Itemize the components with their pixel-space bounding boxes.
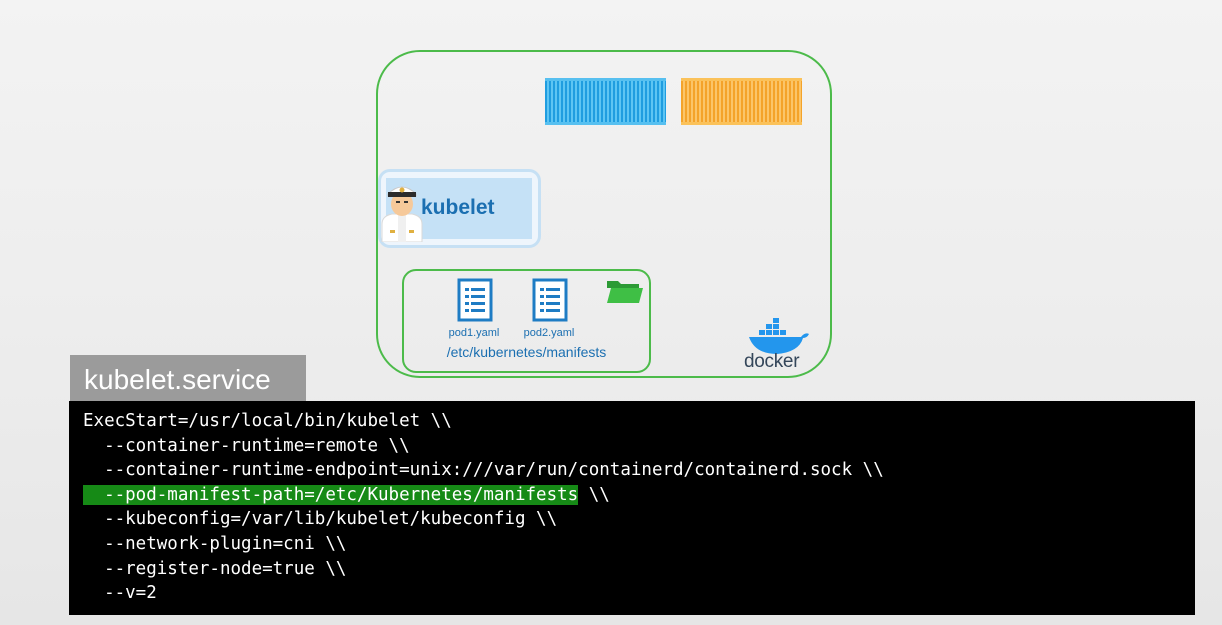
code-line: --container-runtime-endpoint=unix:///var… <box>83 460 884 481</box>
manifests-path-label: /etc/kubernetes/manifests <box>446 344 607 360</box>
kubelet-label: kubelet <box>421 196 495 219</box>
code-block: ExecStart=/usr/local/bin/kubelet \\ --co… <box>69 401 1195 615</box>
folder-icon <box>607 281 643 303</box>
pod2-file-label: pod2.yaml <box>523 327 575 339</box>
code-line: --container-runtime=remote \\ <box>83 435 410 456</box>
captain-icon <box>381 186 423 242</box>
code-line-highlighted: --pod-manifest-path=/etc/Kubernetes/mani… <box>83 483 1195 508</box>
code-line: ExecStart=/usr/local/bin/kubelet \\ <box>83 411 452 431</box>
code-line: --v=2 <box>83 583 157 604</box>
code-line: --register-node=true \\ <box>83 558 347 579</box>
container-icon <box>681 78 802 125</box>
code-line: --network-plugin=cni \\ <box>83 533 347 554</box>
code-line: --kubeconfig=/var/lib/kubelet/kubeconfig… <box>83 509 558 530</box>
pod1-file-label: pod1.yaml <box>448 327 500 339</box>
worker-node-box <box>376 50 832 378</box>
docker-label: docker <box>744 351 800 372</box>
manifests-folder-box <box>402 269 651 373</box>
container-icon <box>545 78 666 125</box>
line-continuation: \\ <box>578 484 610 505</box>
document-icon <box>532 278 568 322</box>
highlighted-flag: --pod-manifest-path=/etc/Kubernetes/mani… <box>83 484 579 505</box>
document-icon <box>457 278 493 322</box>
service-file-title: kubelet.service <box>70 355 306 401</box>
docker-whale-icon <box>749 318 809 354</box>
